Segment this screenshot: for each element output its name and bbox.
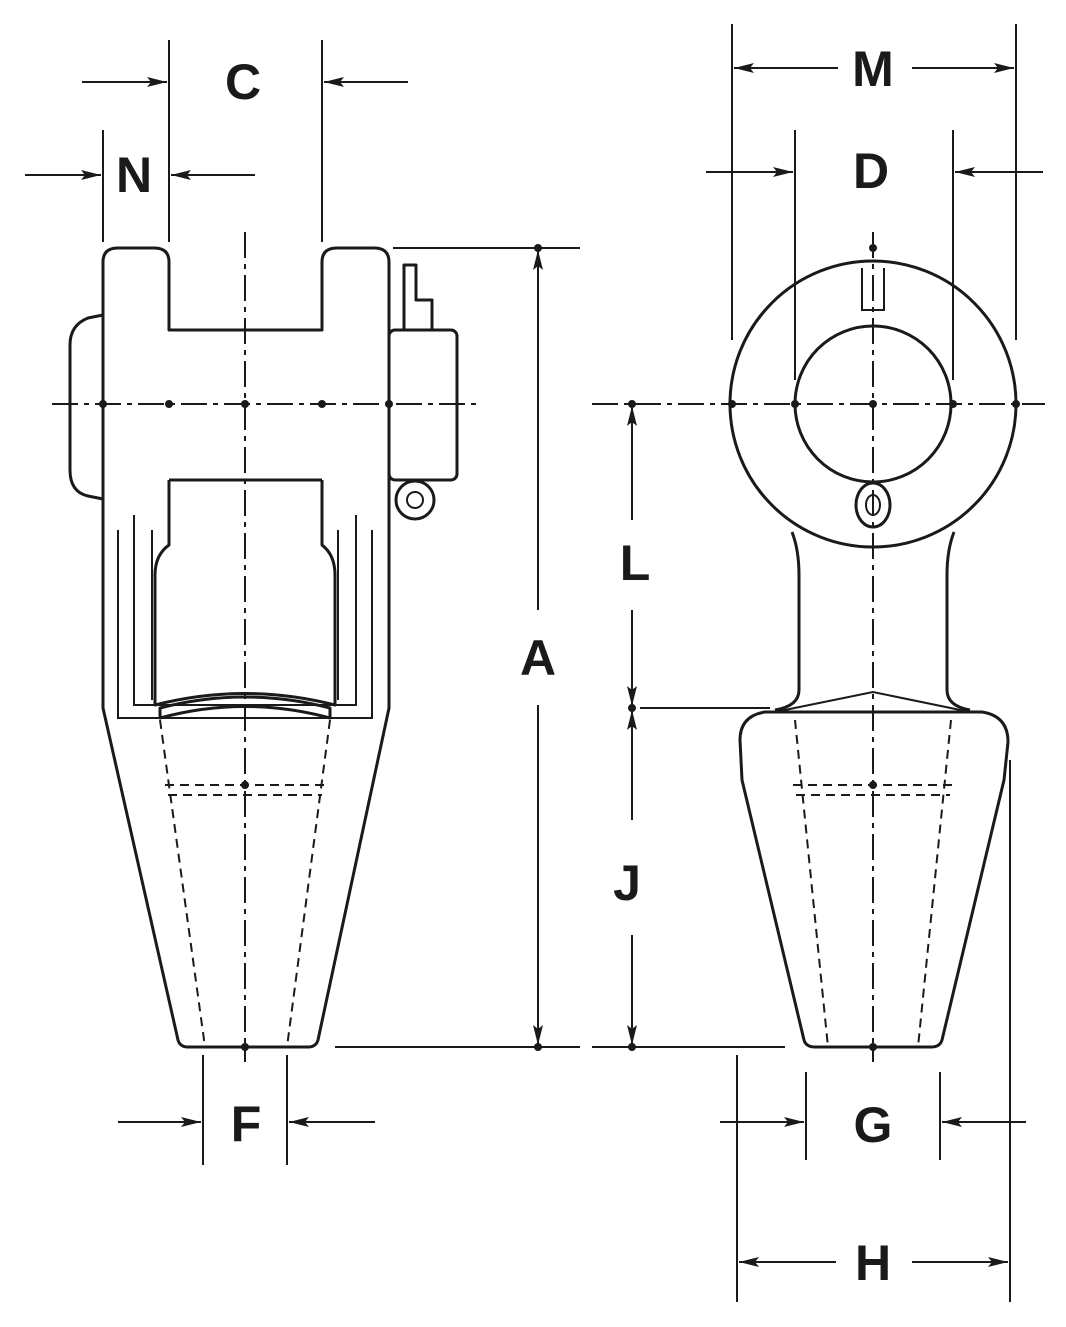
- label-h: H: [855, 1235, 891, 1291]
- label-j: J: [613, 855, 641, 911]
- extension-lines: [102, 24, 1017, 1302]
- side-view: [52, 232, 480, 1062]
- label-l: L: [620, 535, 651, 591]
- label-c: C: [225, 54, 261, 110]
- cone-body: [738, 710, 1010, 1049]
- label-m: M: [852, 41, 894, 97]
- wedge-top: [158, 695, 332, 720]
- socket-cavity: [153, 480, 337, 707]
- label-f: F: [231, 1096, 262, 1152]
- pin-head: [68, 313, 104, 501]
- cone-top: [774, 690, 971, 713]
- label-a: A: [520, 630, 556, 686]
- hidden-cone: [159, 719, 331, 1048]
- side-view-outline: [101, 246, 391, 1049]
- label-d: D: [853, 143, 889, 199]
- cotter-ring: [394, 479, 436, 521]
- label-g: G: [854, 1097, 893, 1153]
- cotter-ring-inner: [406, 491, 424, 509]
- neck: [774, 531, 971, 712]
- dimension-lines: [25, 63, 1043, 1267]
- reference-dots: [99, 244, 1020, 1051]
- cotter-tab: [402, 263, 434, 330]
- dimension-label-group: C N A L J F M D G H: [116, 41, 894, 1291]
- front-view: [592, 232, 1045, 1062]
- label-n: N: [116, 147, 152, 203]
